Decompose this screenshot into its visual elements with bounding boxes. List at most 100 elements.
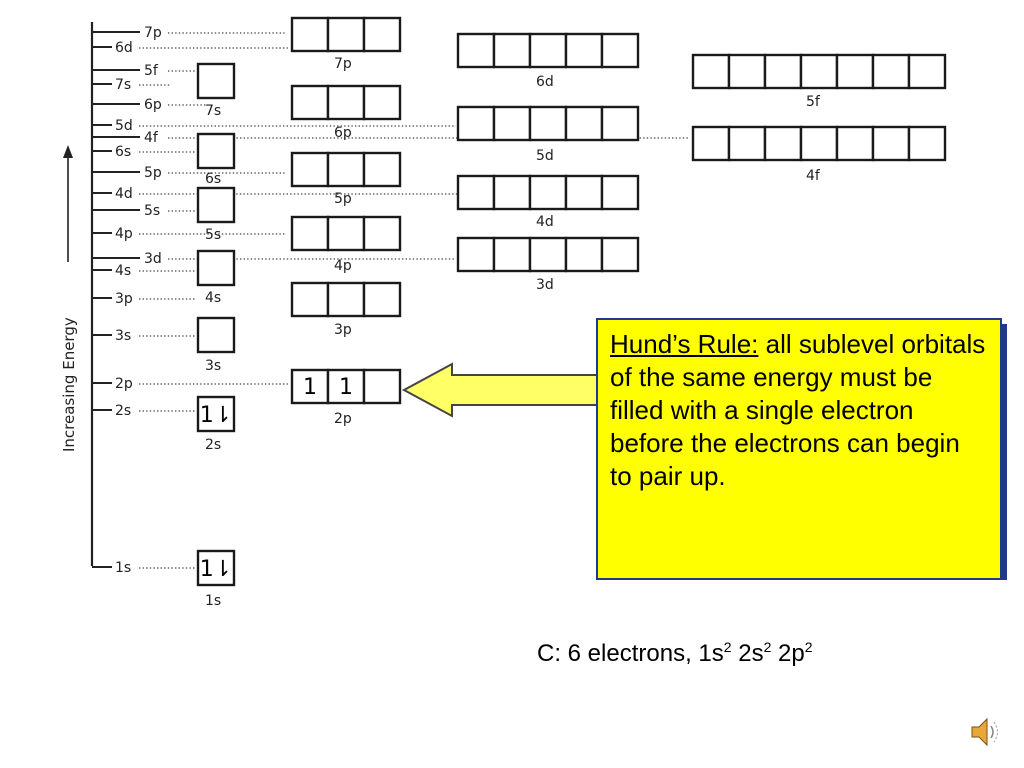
orbital-box-3s-1 — [196, 316, 236, 354]
level-label-7p: 7p — [144, 25, 162, 41]
energy-axis-label: Increasing Energy — [60, 317, 78, 452]
level-6d: 6d — [92, 40, 288, 56]
orbital-box-4d-1 — [456, 174, 496, 211]
level-5p: 5p — [92, 165, 286, 181]
level-7p: 7p — [92, 25, 286, 41]
sublevel-label-3p: 3p — [334, 322, 352, 338]
electron-2p-1: 1 — [303, 375, 317, 400]
orbital-box-5f-4 — [799, 53, 839, 90]
orbital-box-4d-5 — [600, 174, 640, 211]
sublevel-5f: 5f — [691, 53, 947, 110]
sublevel-label-2p: 2p — [334, 411, 352, 427]
level-label-4p: 4p — [115, 226, 133, 242]
sublevel-label-4d: 4d — [536, 214, 554, 230]
orbital-box-6d-2 — [492, 32, 532, 69]
level-label-2s: 2s — [115, 403, 131, 419]
orbital-box-6p-1 — [290, 84, 330, 121]
orbital-box-7s-1 — [196, 62, 236, 100]
level-1s: 1s — [92, 560, 196, 576]
energy-axis: Increasing Energy — [60, 22, 94, 566]
level-3d: 3d — [92, 251, 455, 267]
orbital-box-6d-3 — [528, 32, 568, 69]
level-5d: 5d — [92, 118, 456, 134]
hunds-rule-callout: Hund’s Rule: all sublevel orbitals of th… — [596, 318, 1002, 580]
orbital-box-5f-7 — [907, 53, 947, 90]
energy-arrow-head — [63, 145, 73, 158]
orbital-box-2p-2 — [326, 368, 366, 405]
sublevel-6s: 6s — [196, 132, 236, 187]
formula-prefix: C: 6 electrons, 1s — [537, 640, 724, 667]
sublevel-4d: 4d — [456, 174, 640, 230]
orbital-box-4p-2 — [326, 215, 366, 252]
orbital-box-4f-6 — [871, 125, 911, 162]
formula-sup-2p: 2 — [804, 639, 813, 655]
orbital-box-6d-5 — [600, 32, 640, 69]
orbital-box-5d-2 — [492, 105, 532, 142]
level-6p: 6p — [92, 97, 208, 113]
sublevel-label-3d: 3d — [536, 277, 554, 293]
orbital-box-3d-1 — [456, 236, 496, 273]
orbital-box-5f-2 — [727, 53, 767, 90]
sublevel-label-6s: 6s — [205, 171, 221, 187]
pointer-arrow — [401, 362, 601, 418]
orbital-box-2p-1 — [290, 368, 330, 405]
orbital-box-3d-3 — [528, 236, 568, 273]
level-5f: 5f — [92, 63, 196, 79]
orbital-box-5d-4 — [564, 105, 604, 142]
level-5s: 5s — [92, 203, 195, 219]
level-label-5f: 5f — [144, 63, 159, 79]
level-4d: 4d — [92, 186, 458, 202]
speaker-icon[interactable] — [968, 714, 1004, 750]
orbital-box-4p-1 — [290, 215, 330, 252]
orbital-box-1s-1 — [196, 549, 236, 587]
orbital-box-4f-7 — [907, 125, 947, 162]
orbital-box-5p-3 — [362, 151, 402, 188]
sublevel-3p: 3p — [290, 281, 402, 338]
sublevel-label-2s: 2s — [205, 437, 221, 453]
level-label-4f: 4f — [144, 130, 159, 146]
orbital-box-3d-4 — [564, 236, 604, 273]
level-4f: 4f — [92, 130, 690, 146]
sublevel-label-5f: 5f — [806, 94, 821, 110]
level-label-6d: 6d — [115, 40, 133, 56]
orbital-box-3p-2 — [326, 281, 366, 318]
level-label-3s: 3s — [115, 328, 131, 344]
sublevel-3d: 3d — [456, 236, 640, 293]
level-3s: 3s — [92, 328, 196, 344]
orbital-box-5f-5 — [835, 53, 875, 90]
electron-1s-1: 1⇂ — [200, 557, 232, 582]
sublevel-7p: 7p — [290, 16, 402, 72]
orbital-box-5d-3 — [528, 105, 568, 142]
orbital-box-5f-3 — [763, 53, 803, 90]
sublevel-2s: 1⇂2s — [196, 395, 236, 453]
level-6s: 6s — [92, 144, 195, 160]
level-4s: 4s — [92, 263, 195, 279]
sublevel-label-1s: 1s — [205, 593, 221, 609]
callout-title: Hund’s Rule: — [610, 329, 759, 359]
sublevel-label-5p: 5p — [334, 191, 352, 207]
formula-sup-2s: 2 — [763, 639, 772, 655]
orbital-box-5d-5 — [600, 105, 640, 142]
sublevel-1s: 1⇂ 1s — [196, 549, 236, 609]
level-3p: 3p — [92, 291, 196, 307]
level-label-3d: 3d — [144, 251, 162, 267]
level-4p: 4p — [92, 226, 286, 242]
level-2p: 2p — [92, 376, 290, 392]
formula-2p: 2p — [771, 640, 805, 667]
orbital-box-6s-1 — [196, 132, 236, 170]
orbital-box-3p-3 — [362, 281, 402, 318]
orbital-box-5p-1 — [290, 151, 330, 188]
level-label-3p: 3p — [115, 291, 133, 307]
level-label-6s: 6s — [115, 144, 131, 160]
sublevel-label-7s: 7s — [205, 103, 221, 119]
level-label-2p: 2p — [115, 376, 133, 392]
sublevel-6d: 6d — [456, 32, 640, 90]
orbital-box-7p-3 — [362, 16, 402, 53]
orbital-box-5f-1 — [691, 53, 731, 90]
electron-configuration: C: 6 electrons, 1s2 2s2 2p2 — [537, 640, 813, 668]
orbital-box-2p-3 — [362, 368, 402, 405]
orbital-box-7p-1 — [290, 16, 330, 53]
